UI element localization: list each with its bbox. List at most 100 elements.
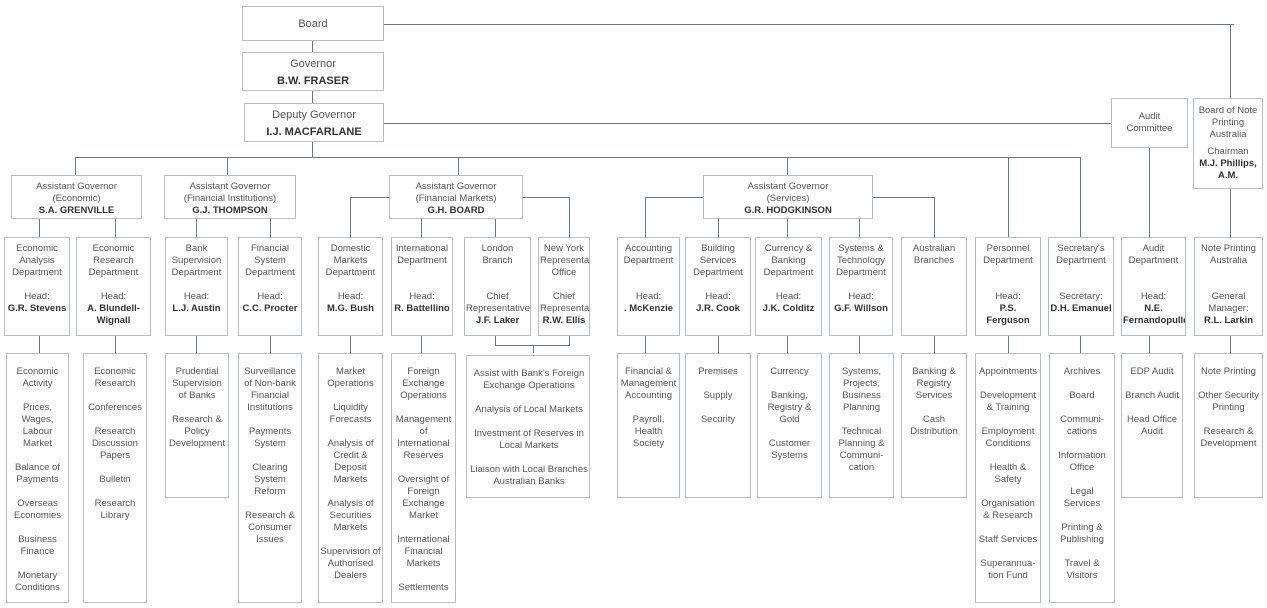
department-head: R. Battellino xyxy=(394,303,450,314)
department-head-role: Head: xyxy=(705,291,731,302)
function-item: Currency xyxy=(770,366,809,377)
department-head-role: Chief Representative: xyxy=(540,291,590,314)
connector xyxy=(1008,335,1009,353)
department-name: International Department xyxy=(395,243,449,266)
department-head: L.J. Austin xyxy=(172,303,221,314)
function-item: Technical Planning & Communi-cation xyxy=(838,426,885,473)
function-item: Premises xyxy=(698,366,738,377)
function-item: Organisation & Research xyxy=(981,498,1035,521)
function-item: Management of International Reserves xyxy=(395,414,452,461)
note-printing-board-box: Board of Note Printing Australia Chairma… xyxy=(1193,98,1263,189)
connector xyxy=(495,335,496,345)
connector xyxy=(718,218,719,237)
function-item: Economic Research xyxy=(94,366,136,389)
function-item: Systems, Projects, Business Planning xyxy=(841,366,882,413)
department-head-role: Head: xyxy=(337,291,364,302)
function-item: Payments System xyxy=(248,426,292,449)
department-head: G.R. Stevens xyxy=(7,303,67,314)
function-item: Head Office Audit xyxy=(1127,414,1177,437)
function-item: Conferences xyxy=(88,402,142,413)
connector xyxy=(645,335,646,353)
function-item: Balance of Payments xyxy=(15,462,60,485)
board-label: Board xyxy=(298,18,328,30)
function-item: Monetary Conditions xyxy=(15,570,60,593)
function-item: Information Office xyxy=(1058,450,1106,473)
department-head: N.E. Fernandopulle xyxy=(1123,303,1186,326)
function-item: Assist with Bank's Foreign Exchange Oper… xyxy=(473,368,585,391)
connector xyxy=(350,197,390,198)
functions-box: Surveillance of Non-bank Financial Insti… xyxy=(238,353,302,603)
department-name: Audit Department xyxy=(1128,243,1179,266)
connector xyxy=(569,197,570,237)
department-name: Bank Supervision Department xyxy=(171,243,222,278)
function-item: Supervision of Authorised Dealers xyxy=(320,546,381,581)
department-head: J.R. Cook xyxy=(696,303,740,314)
function-item: Clearing System Reform xyxy=(252,462,288,497)
connector xyxy=(569,335,570,345)
connector xyxy=(1080,335,1081,353)
governor-name: B.W. FRASER xyxy=(276,75,350,87)
connector xyxy=(934,335,935,353)
deputy-governor-title: Deputy Governor xyxy=(272,109,356,121)
connector xyxy=(533,345,534,353)
connector xyxy=(75,157,76,175)
connector xyxy=(934,197,935,237)
department-head: A. Blundell-Wignall xyxy=(87,303,140,326)
department-head-role: Head: xyxy=(409,291,435,302)
function-item: Research & Development xyxy=(1200,426,1257,449)
connector xyxy=(859,218,860,237)
function-item: Printing & Publishing xyxy=(1060,522,1104,545)
department-name: New York Representative Office xyxy=(540,243,590,278)
connector xyxy=(39,218,40,237)
connector xyxy=(718,335,719,353)
connector xyxy=(1008,157,1009,237)
department-name: Economic Analysis Department xyxy=(12,243,62,278)
connector xyxy=(1080,157,1081,237)
connector xyxy=(75,157,1081,158)
connector xyxy=(787,335,788,353)
department-head: D.H. Emanuel xyxy=(1050,303,1112,314)
function-item: Market Operations xyxy=(327,366,374,389)
function-item: Oversight of Foreign Exchange Market xyxy=(397,474,450,521)
function-item: Communi-cations xyxy=(1060,414,1104,437)
department-head-role: Head: xyxy=(848,291,874,302)
function-item: Security xyxy=(700,414,736,425)
assistant-governor-financial-markets: Assistant Governor (Financial Markets) G… xyxy=(389,175,523,219)
connector xyxy=(645,197,646,237)
assistant-governor-financial-institutions: Assistant Governor (Financial Institutio… xyxy=(164,175,296,219)
function-item: Analysis of Credit & Deposit Markets xyxy=(327,438,374,485)
department-head-role: Head: xyxy=(1140,291,1167,302)
function-item: Research & Policy Development xyxy=(169,414,225,449)
assistant-governor-economic: Assistant Governor (Economic) S.A. GRENV… xyxy=(11,175,142,219)
department-name: Australian Branches xyxy=(912,243,956,266)
function-item: Research & Consumer Issues xyxy=(245,510,295,545)
department-name: Systems & Technology Department xyxy=(836,243,886,278)
connector xyxy=(495,218,496,237)
function-item: Branch Audit xyxy=(1125,390,1179,401)
function-item: Staff Services xyxy=(978,534,1038,545)
function-item: Prudential Supervision of Banks xyxy=(172,366,222,401)
department-name: Note Printing Australia xyxy=(1201,243,1256,266)
department-name: Domestic Markets Department xyxy=(325,243,376,278)
department-head-role: General Manager: xyxy=(1208,291,1249,314)
connector xyxy=(522,197,570,198)
connector xyxy=(787,218,788,237)
function-item: Analysis of Local Markets xyxy=(475,404,583,415)
department-head: M.G. Bush xyxy=(327,303,374,314)
function-item: Economic Activity xyxy=(16,366,59,389)
